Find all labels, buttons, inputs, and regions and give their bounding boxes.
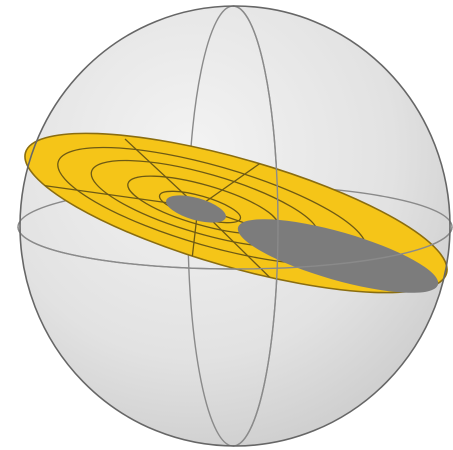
sphere-disk-diagram	[0, 0, 453, 450]
